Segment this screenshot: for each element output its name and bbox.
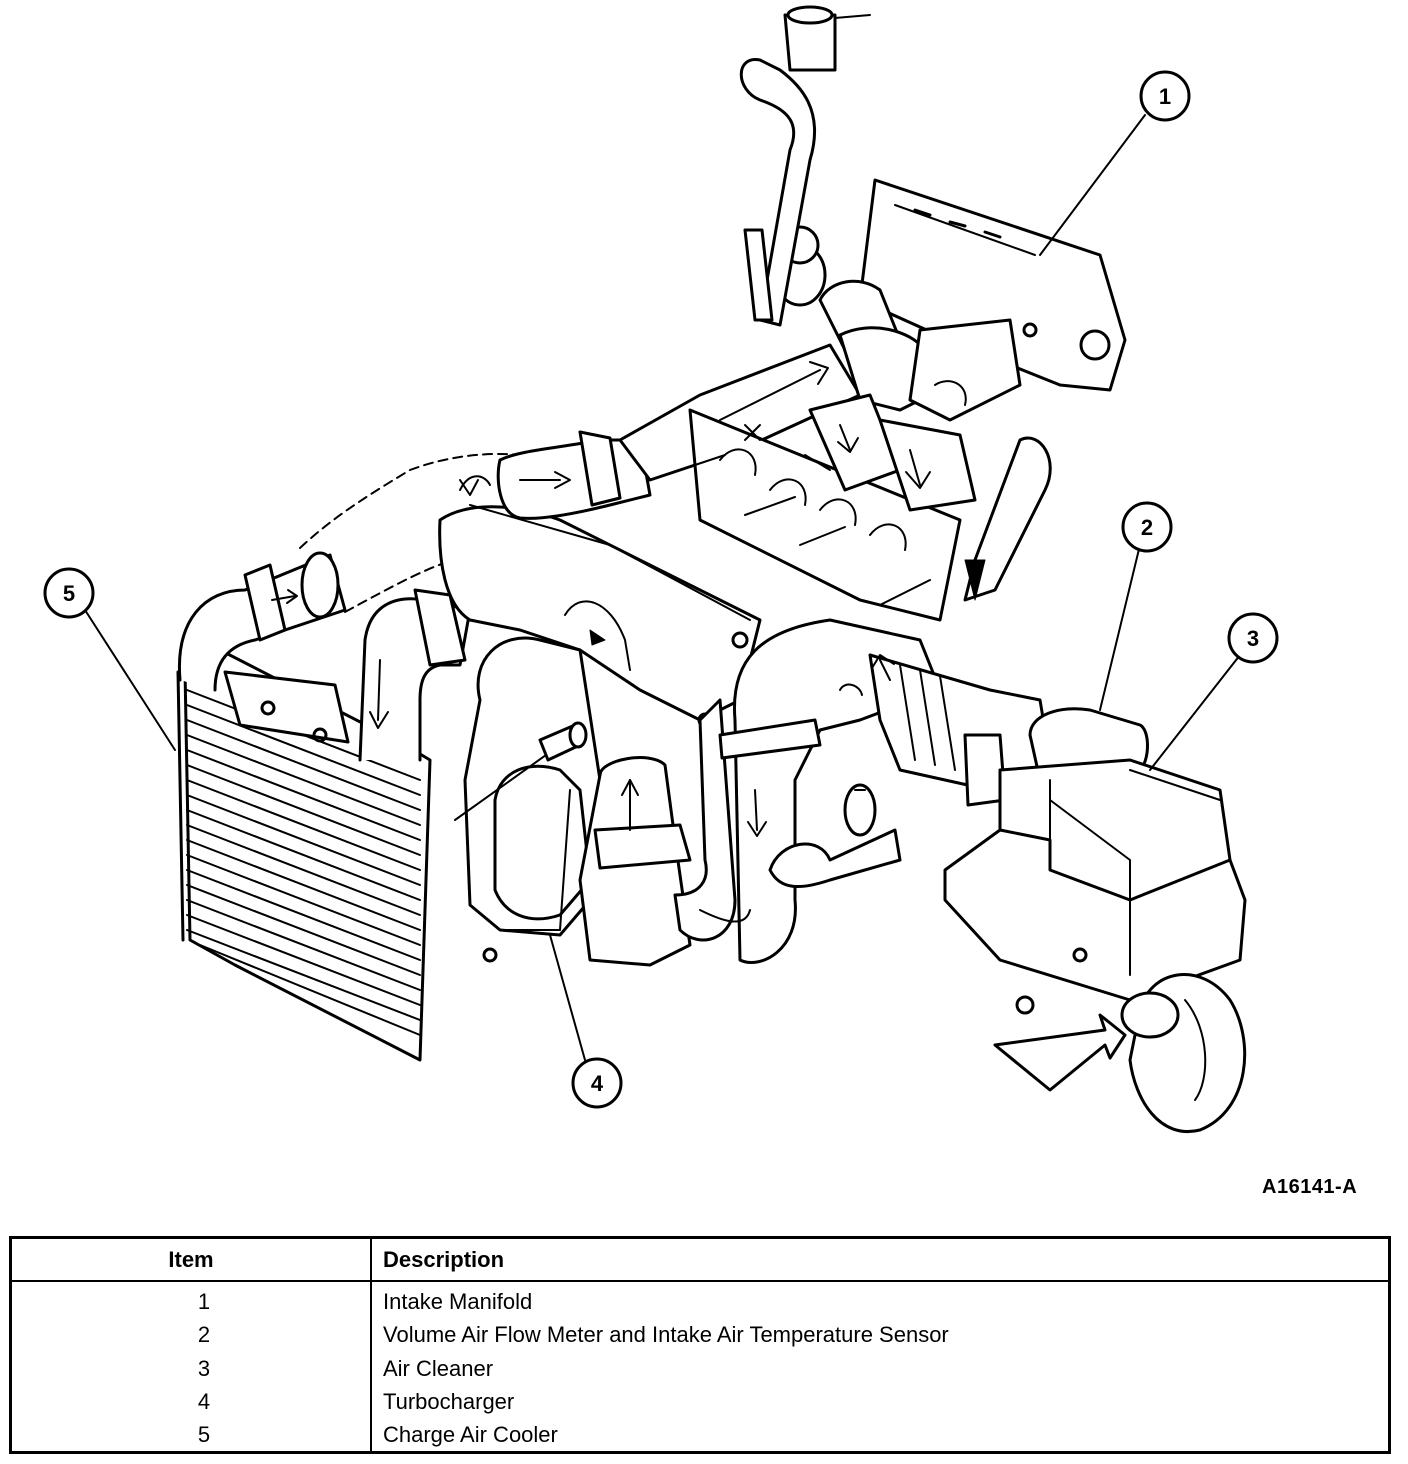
legend-row: 2 Volume Air Flow Meter and Intake Air T… [12, 1322, 1388, 1355]
air-flow-meter [868, 653, 1052, 807]
legend-item-description: Volume Air Flow Meter and Intake Air Tem… [383, 1322, 949, 1347]
callout-1: 1 [1139, 70, 1191, 122]
intake-tube-upper [459, 343, 862, 520]
throttle-ducts [808, 393, 1052, 602]
turbocharger [454, 636, 692, 967]
legend-item-description: Intake Manifold [383, 1289, 533, 1314]
air-cleaner [943, 707, 1247, 1133]
callout-5: 5 [43, 567, 95, 619]
legend-item-description: Turbocharger [383, 1389, 515, 1414]
callout-leaders [84, 114, 1241, 1061]
callout-2-label: 2 [1141, 515, 1153, 540]
callout-3: 3 [1227, 612, 1279, 664]
legend-item-number: 3 [197, 1356, 211, 1381]
legend-header-description: Description [383, 1247, 505, 1272]
legend-row: 5 Charge Air Cooler [12, 1422, 1388, 1455]
legend-header-item: Item [168, 1247, 214, 1272]
callout-4: 4 [571, 1057, 623, 1109]
legend-row: 1 Intake Manifold [12, 1289, 1388, 1322]
charge-air-cooler [176, 551, 472, 1062]
legend-item-number: 4 [197, 1389, 211, 1414]
legend-header [12, 1239, 1388, 1282]
turbo-intake-diagram: 1 2 3 4 5 [43, 5, 1279, 1133]
callout-2: 2 [1121, 501, 1173, 553]
callout-3-label: 3 [1247, 626, 1259, 651]
figure-id: A16141-A [1262, 1176, 1358, 1198]
callout-4-label: 4 [591, 1071, 604, 1096]
vacuum-hose [739, 5, 871, 327]
legend-divider [370, 1239, 372, 1451]
legend-row: 4 Turbocharger [12, 1389, 1388, 1422]
legend-table: Item Description 1 Intake Manifold 2 Vol… [9, 1236, 1391, 1454]
legend-row: 3 Air Cleaner [12, 1356, 1388, 1389]
legend-item-description: Charge Air Cooler [383, 1422, 558, 1447]
intake-manifold [773, 178, 1127, 422]
legend-item-number: 1 [197, 1289, 211, 1314]
legend-item-number: 5 [197, 1422, 211, 1447]
callout-1-label: 1 [1159, 84, 1171, 109]
legend-item-number: 2 [197, 1322, 211, 1347]
legend-item-description: Air Cleaner [383, 1356, 494, 1381]
callout-5-label: 5 [63, 581, 75, 606]
